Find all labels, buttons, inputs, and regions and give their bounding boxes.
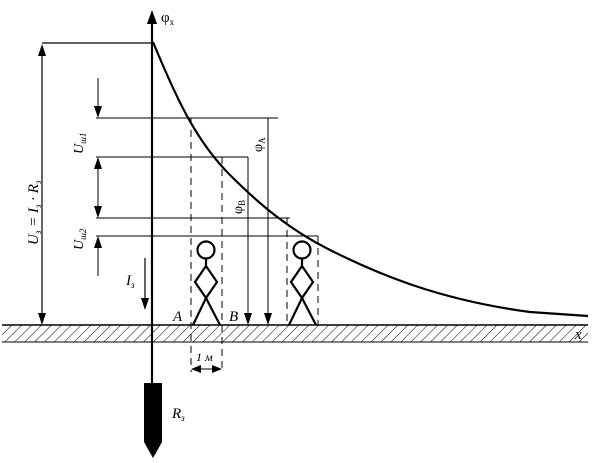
phi-a-label: φA	[251, 137, 267, 152]
ground-voltage-arrow	[38, 42, 152, 325]
person-2-dashed-guides	[286, 218, 319, 325]
phi-axis	[147, 10, 157, 385]
step-length-dimension	[191, 365, 222, 373]
step-length-label: 1 м	[196, 350, 213, 364]
point-a-label: A	[172, 309, 183, 325]
ground-electrode	[144, 383, 162, 458]
step-voltage-2-guides	[94, 192, 318, 276]
phi-b-arrow	[244, 157, 252, 325]
step-voltage-2-label: Uш2	[72, 228, 88, 250]
current-label: Iз	[125, 273, 135, 290]
person-2-figure	[288, 240, 317, 326]
x-axis-label: x	[574, 327, 582, 343]
phi-b-label: φB	[231, 200, 247, 214]
person-1-dashed-guides	[190, 118, 223, 372]
ground-surface	[2, 324, 588, 343]
phi-axis-label: φx	[161, 10, 175, 27]
point-b-label: B	[229, 309, 238, 325]
ground-voltage-label: Uз = Iз · Rз	[26, 180, 43, 245]
electrode-label: Rз	[171, 406, 185, 423]
person-1-figure	[192, 240, 221, 326]
current-arrow	[141, 258, 149, 310]
potential-curve	[151, 41, 589, 318]
step-voltage-1-guides	[94, 78, 278, 192]
phi-a-arrow	[264, 118, 272, 325]
step-voltage-1-label: Uш1	[72, 133, 88, 154]
